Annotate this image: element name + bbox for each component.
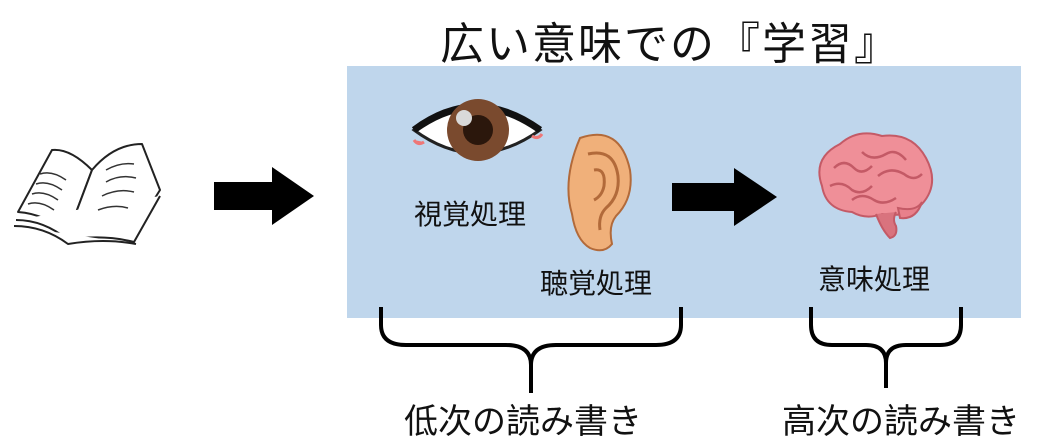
arrow-right-icon xyxy=(672,168,777,226)
high-level-literacy-label: 高次の読み書き xyxy=(782,402,1020,442)
diagram-title: 広い意味での『学習』 xyxy=(440,19,900,70)
low-level-bracket xyxy=(379,307,683,393)
arrow-right-icon xyxy=(214,167,314,225)
meaning-processing-label: 意味処理 xyxy=(818,263,931,296)
auditory-processing-label: 聴覚処理 xyxy=(540,267,653,300)
high-level-bracket xyxy=(809,307,963,388)
visual-processing-label: 視覚処理 xyxy=(414,198,527,231)
ear-icon xyxy=(567,133,632,252)
eye-icon xyxy=(411,99,544,161)
low-level-literacy-label: 低次の読み書き xyxy=(404,402,642,442)
brain-icon xyxy=(818,132,933,240)
book-icon xyxy=(13,143,161,245)
